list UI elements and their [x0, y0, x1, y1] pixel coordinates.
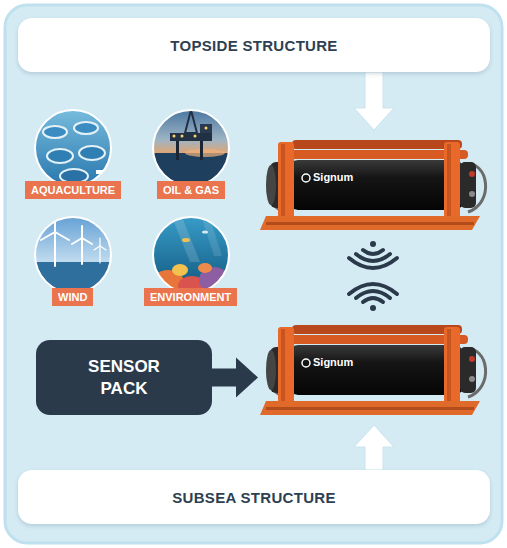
sector-label: WIND	[58, 290, 87, 304]
wireless-dot	[370, 305, 376, 311]
block-arrow	[212, 358, 258, 398]
structure-box: TOPSIDE STRUCTURE	[18, 18, 490, 72]
sector-label: OIL & GAS	[163, 183, 219, 197]
wireless-dot	[370, 241, 376, 247]
sensor-box: SENSOR PACK	[36, 340, 212, 415]
sector-tag: OIL & GAS	[157, 181, 225, 199]
sector-label: AQUACULTURE	[31, 183, 115, 197]
oil-gas-photo	[150, 105, 240, 193]
structure-box: SUBSEA STRUCTURE	[18, 470, 490, 524]
modem-illustration	[260, 140, 486, 230]
box-label: TOPSIDE STRUCTURE	[170, 37, 337, 54]
block-arrow	[354, 72, 394, 130]
box-label: SENSOR PACK	[74, 356, 174, 399]
sector-tag: WIND	[52, 288, 93, 306]
sector-label: ENVIRONMENT	[150, 290, 231, 304]
block-arrow	[354, 425, 394, 470]
acoustic-modem: Signum	[258, 315, 490, 425]
acoustic-modem: Signum	[258, 130, 490, 240]
wireless-symbol	[349, 250, 397, 302]
modem-illustration	[260, 325, 486, 415]
background-panel	[5, 5, 502, 543]
photo-ring	[35, 217, 111, 293]
photo-ring	[35, 110, 111, 186]
sector-tag: AQUACULTURE	[25, 181, 121, 199]
box-label: SUBSEA STRUCTURE	[172, 489, 335, 506]
photo-ring	[153, 217, 229, 293]
photo-ring	[153, 110, 229, 186]
brand-label: Signum	[313, 356, 353, 369]
brand-label: Signum	[313, 171, 353, 184]
sector-tag: ENVIRONMENT	[144, 288, 237, 306]
